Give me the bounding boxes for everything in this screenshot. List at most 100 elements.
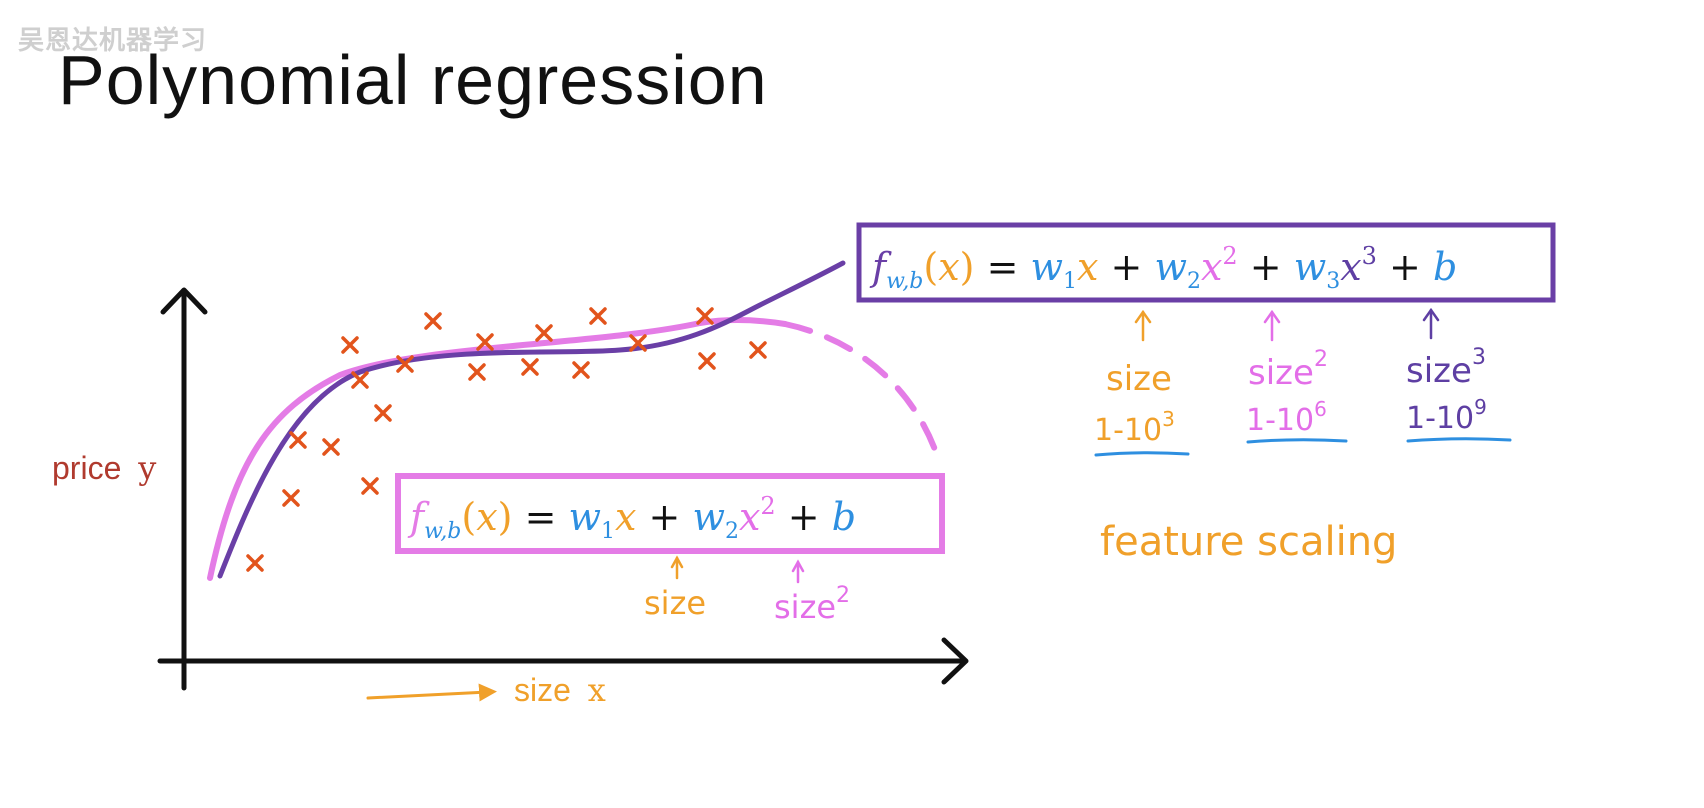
data-point-9 [396,355,414,373]
y-axis-arrowhead [160,287,208,315]
data-point-5 [351,371,369,389]
formula-x: x [938,245,959,289]
formula-x2-exp: 2 [760,492,775,520]
data-point-14 [535,324,553,342]
formula-x1: x [1077,245,1098,289]
size-squared-exp: 2 [1314,347,1328,372]
formula-equals: = [974,245,1030,289]
data-point-20 [749,341,767,359]
y-axis-label-word: price [52,450,121,486]
size-cubed-range-exp: 9 [1474,395,1487,419]
size-range-base: 1-10 [1094,413,1162,448]
x-axis-label-word: size [514,672,571,708]
formula-w2: w [1154,245,1187,289]
formula-lparen: ( [461,495,476,539]
size-squared-base: size [1248,353,1314,393]
formula-sub-w: w [886,269,905,294]
formula-x3: x [1340,245,1361,289]
size-squared-range-base: 1-10 [1246,403,1314,438]
data-point-4 [322,438,340,456]
x-axis-label: size x [514,671,606,709]
cubic-size-squared-label: size2 [1248,347,1328,393]
formula-b: b [1433,245,1457,289]
data-point-11 [468,363,486,381]
size-cubed-range-base: 1-10 [1406,401,1474,436]
size-squared-exp: 2 [836,583,850,608]
data-point-6 [374,404,392,422]
cubic-formula-box [856,222,1556,303]
formula-rparen: ) [960,245,975,289]
cubic-annotation-size-cubed: size3 1-109 [1406,307,1512,443]
formula-w3-sub: 3 [1326,269,1340,294]
data-point-10 [424,312,442,330]
formula-sub-b: ,b [902,269,923,294]
quadratic-formula: fw,b(x) = w1x + w2x2 + b [407,492,856,544]
formula-x2: x [739,495,760,539]
formula-w1: w [568,495,601,539]
formula-equals: = [512,495,568,539]
cubic-annotation-size-squared: size2 1-106 [1246,309,1348,444]
formula-sub-w: w [424,519,443,544]
y-axis-label-var: y [137,449,156,487]
size-cubed-range: 1-109 [1406,395,1487,436]
y-axis-label: price y [52,449,156,487]
size-squared-range-exp: 6 [1314,397,1327,421]
data-point-1 [246,554,264,572]
data-point-16 [589,307,607,325]
formula-x3-exp: 3 [1362,242,1377,270]
cubic-annotation-size: size 1-103 [1094,309,1190,457]
data-point-3 [289,431,307,449]
formula-w2: w [692,495,725,539]
size-cubed-base: size [1406,351,1472,391]
formula-w2-sub: 2 [1187,269,1201,294]
data-point-18 [696,307,714,325]
formula-x2-exp: 2 [1222,242,1237,270]
formula-w2-sub: 2 [725,519,739,544]
quadratic-formula-box [395,473,945,554]
data-point-12 [476,333,494,351]
quadratic-size-label: size [644,584,706,622]
formula-b: b [832,495,856,539]
formula-plus-3: + [1377,245,1433,289]
cubic-fit-curve [217,260,846,579]
quadratic-fit-dashed-extension [782,321,941,461]
data-point-8 [361,477,379,495]
data-point-19 [698,352,716,370]
cubic-size-cubed-label: size3 [1406,345,1486,391]
watermark: 吴恩达机器学习 [18,26,208,56]
size-cubed-exp: 3 [1472,345,1486,370]
data-point-7 [341,336,359,354]
data-point-17 [629,334,647,352]
x-axis-arrowhead [941,637,969,685]
size-squared-range: 1-106 [1246,397,1327,438]
size-cubed-range-underline [1406,437,1512,443]
formula-w1-sub: 1 [1063,269,1077,294]
formula-x: x [476,495,497,539]
formula-rparen: ) [498,495,513,539]
formula-w1-sub: 1 [601,519,615,544]
quadratic-size-squared-label: size2 [774,583,850,626]
data-point-2 [282,489,300,507]
size-range-underline [1094,451,1190,457]
formula-x2: x [1201,245,1222,289]
formula-sub-b: ,b [440,519,461,544]
size-squared-base: size [774,588,836,626]
data-point-13 [521,358,539,376]
formula-w3: w [1294,245,1327,289]
formula-lparen: ( [923,245,938,289]
formula-plus-2: + [776,495,832,539]
data-points [246,307,767,572]
size-squared-range-underline [1246,438,1348,444]
formula-x1: x [615,495,636,539]
page-title: Polynomial regression [58,41,768,119]
formula-w1: w [1030,245,1063,289]
quadratic-annotations: size size2 [644,555,850,626]
x-axis-label-var: x [588,671,606,709]
data-point-15 [572,361,590,379]
cubic-formula: fw,b(x) = w1x + w2x2 + w3x3 + b [869,242,1457,294]
formula-plus-1: + [1098,245,1154,289]
cubic-size-label: size [1106,359,1172,399]
size-range: 1-103 [1094,407,1175,448]
feature-scaling-note: feature scaling [1100,519,1397,565]
